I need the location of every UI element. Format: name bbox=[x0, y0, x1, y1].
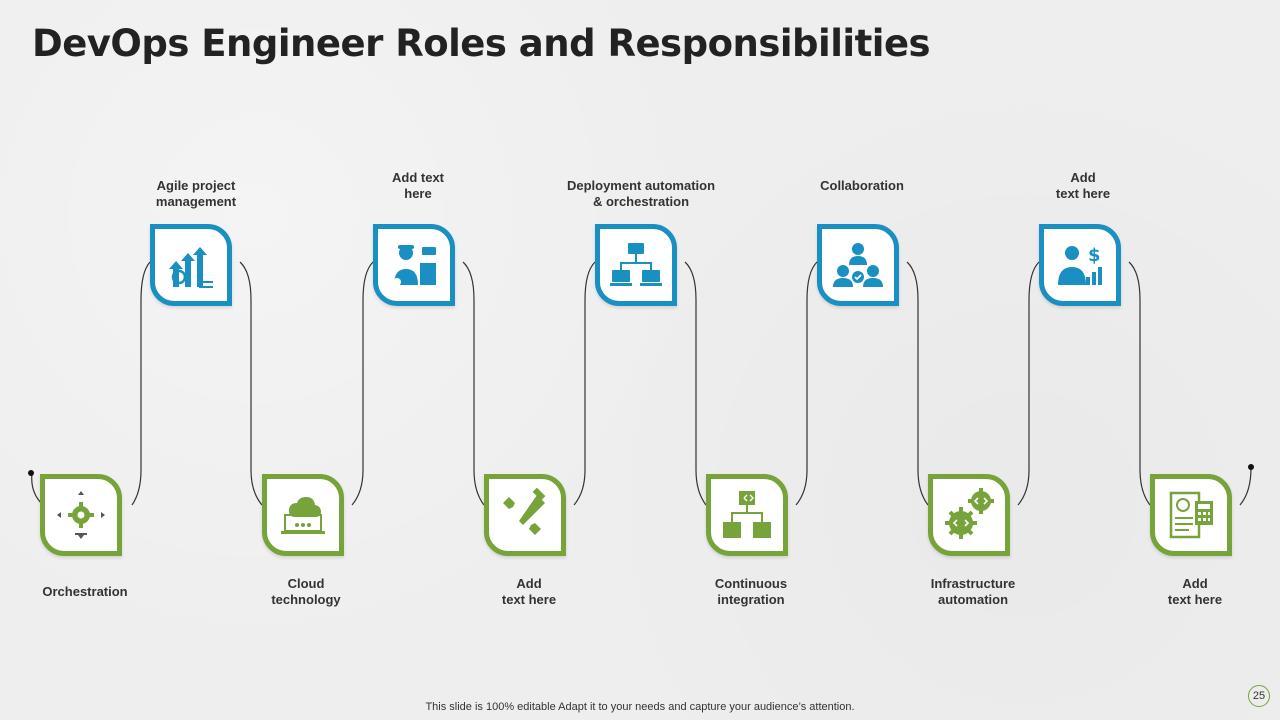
gear-head-icon bbox=[57, 491, 105, 539]
step-label-deployment-automation: Deployment automation & orchestration bbox=[566, 178, 716, 209]
cloud-laptop-icon bbox=[281, 497, 325, 534]
step-card-cloud-technology bbox=[262, 474, 344, 556]
step-label-add-text-5: Add text here bbox=[1055, 170, 1111, 201]
step-label-infrastructure-automation: Infrastructure automation bbox=[930, 576, 1016, 607]
step-card-add-text-2 bbox=[373, 224, 455, 306]
code-gears-icon bbox=[945, 488, 994, 539]
tools-icon bbox=[503, 487, 546, 535]
step-card-agile-project-management bbox=[150, 224, 232, 306]
step-card-collaboration bbox=[817, 224, 899, 306]
connector-end-dot bbox=[1248, 464, 1254, 470]
team-collaboration-icon bbox=[833, 243, 883, 287]
step-card-deployment-automation bbox=[595, 224, 677, 306]
step-label-add-text-6: Add text here bbox=[1167, 576, 1223, 607]
step-label-add-text-3: Add text here bbox=[501, 576, 557, 607]
step-label-cloud-technology: Cloud technology bbox=[271, 576, 341, 607]
finance-document-icon bbox=[1169, 491, 1213, 539]
step-card-add-text-5: $ bbox=[1039, 224, 1121, 306]
step-label-collaboration: Collaboration bbox=[820, 178, 904, 193]
business-finance-icon: $ bbox=[1058, 245, 1102, 285]
step-card-add-text-6 bbox=[1150, 474, 1232, 556]
agile-growth-icon bbox=[169, 247, 213, 288]
step-card-add-text-3 bbox=[484, 474, 566, 556]
step-card-orchestration bbox=[40, 474, 122, 556]
step-card-infrastructure-automation bbox=[928, 474, 1010, 556]
svg-text:$: $ bbox=[1088, 245, 1101, 266]
connector-start-dot bbox=[28, 470, 34, 476]
network-hierarchy-icon bbox=[610, 243, 662, 286]
footer-note: This slide is 100% editable Adapt it to … bbox=[425, 701, 855, 713]
step-label-agile-project-management: Agile project management bbox=[155, 178, 237, 209]
engineer-icon bbox=[393, 245, 436, 286]
step-card-continuous-integration bbox=[706, 474, 788, 556]
step-label-continuous-integration: Continuous integration bbox=[714, 576, 788, 607]
code-blocks-icon bbox=[723, 491, 771, 538]
step-label-orchestration: Orchestration bbox=[42, 584, 128, 599]
page-title: DevOps Engineer Roles and Responsibiliti… bbox=[32, 22, 931, 65]
page-number-badge: 25 bbox=[1248, 685, 1270, 707]
step-label-add-text-2: Add text here bbox=[392, 170, 444, 201]
